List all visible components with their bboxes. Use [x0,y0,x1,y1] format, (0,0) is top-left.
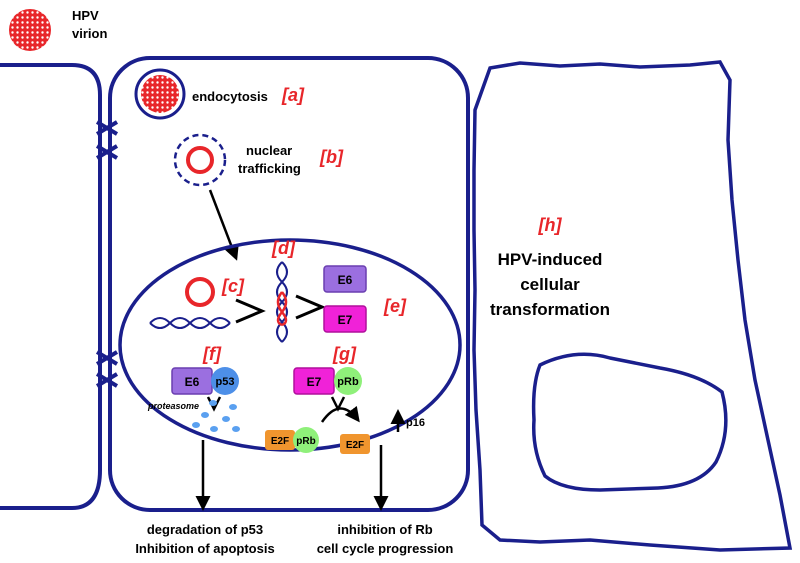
step-a-tag: [a] [281,85,305,105]
endocytosis-label: endocytosis [192,89,268,104]
vesicle-icon [173,133,227,187]
prb-complex-label: pRb [296,436,315,447]
step-h-tag: [h] [538,215,563,235]
release-curved-arrow [320,405,360,423]
e2f-bound-protein [265,430,295,450]
step-f-p53-degradation: [f] E6 p53 proteasome [147,344,240,432]
p53-protein [211,367,239,395]
degradation-chevron [206,396,222,412]
e6-label: E6 [338,273,353,287]
prb-label: pRb [337,376,359,388]
p53-fragments [192,400,240,432]
p16-label: p16 [406,417,425,429]
e7-label: E7 [338,313,353,327]
step-a-endocytosis: endocytosis [a] [134,68,305,120]
step-e-oncoproteins: E6 E7 [e] [323,265,407,333]
step-d-integrated-dna: [d] [271,238,326,343]
step-c-tag: [c] [221,276,245,296]
step-c-integration: [c] [149,276,266,329]
e6-bound-label: E6 [185,375,200,389]
step-b-trafficking: nuclear trafficking [b] [173,133,344,187]
transformed-cell-nucleus [531,352,728,492]
p53-outcome-line2: Inhibition of apoptosis [135,541,274,556]
rb-chevron [330,396,346,412]
step-h-transformation: [h] HPV-induced cellular transformation [490,215,610,319]
virion-icon [9,9,51,51]
step-f-tag: [f] [202,344,222,364]
step-g-tag: [g] [332,344,357,364]
trafficking-label-line1: nuclear [246,143,292,158]
trafficking-label-line2: trafficking [238,161,301,176]
transformation-label-line3: transformation [490,300,610,319]
junction-top [95,120,119,160]
proteasome-label: proteasome [147,401,199,411]
prb-protein [334,367,362,395]
virion-endocytosed-icon [141,75,179,113]
virion-label-line1: HPV [72,8,99,23]
step-c-chevron [235,298,266,324]
step-e-tag: [e] [383,296,407,316]
e2f-free-protein [340,434,370,454]
e2f-free-label: E2F [346,440,364,451]
e2f-bound-label: E2F [271,436,289,447]
rb-outcome-line2: cell cycle progression [317,541,454,556]
transformation-label-line2: cellular [520,275,580,294]
p53-label: p53 [216,376,235,388]
integrated-dna-strand-2 [276,261,288,343]
viral-insert-strand-2 [276,291,288,327]
rb-outcome-line1: inhibition of Rb [337,522,432,537]
viral-genome-icon [186,146,214,174]
prb-complex-protein [293,427,319,453]
virion-legend: HPV virion [9,8,107,51]
virion-label-line2: virion [72,26,107,41]
transformation-label-line1: HPV-induced [498,250,603,269]
e7-bound-label: E7 [307,375,322,389]
step-d-tag: [d] [271,238,296,258]
left-cell-membrane [0,63,102,510]
step-d-chevron [295,294,326,320]
junction-bottom [95,350,119,388]
transformed-cell-membrane [472,60,793,552]
episome-icon [185,277,215,307]
e6-protein [323,265,367,293]
p53-outcome-line1: degradation of p53 [147,522,263,537]
step-g-rb-inhibition: [g] E7 pRb E2F pRb E2F p16 [265,344,425,454]
e7-protein [323,305,367,333]
step-b-tag: [b] [319,147,344,167]
main-cell-membrane [108,56,470,512]
host-dna-strand-2 [149,317,231,329]
